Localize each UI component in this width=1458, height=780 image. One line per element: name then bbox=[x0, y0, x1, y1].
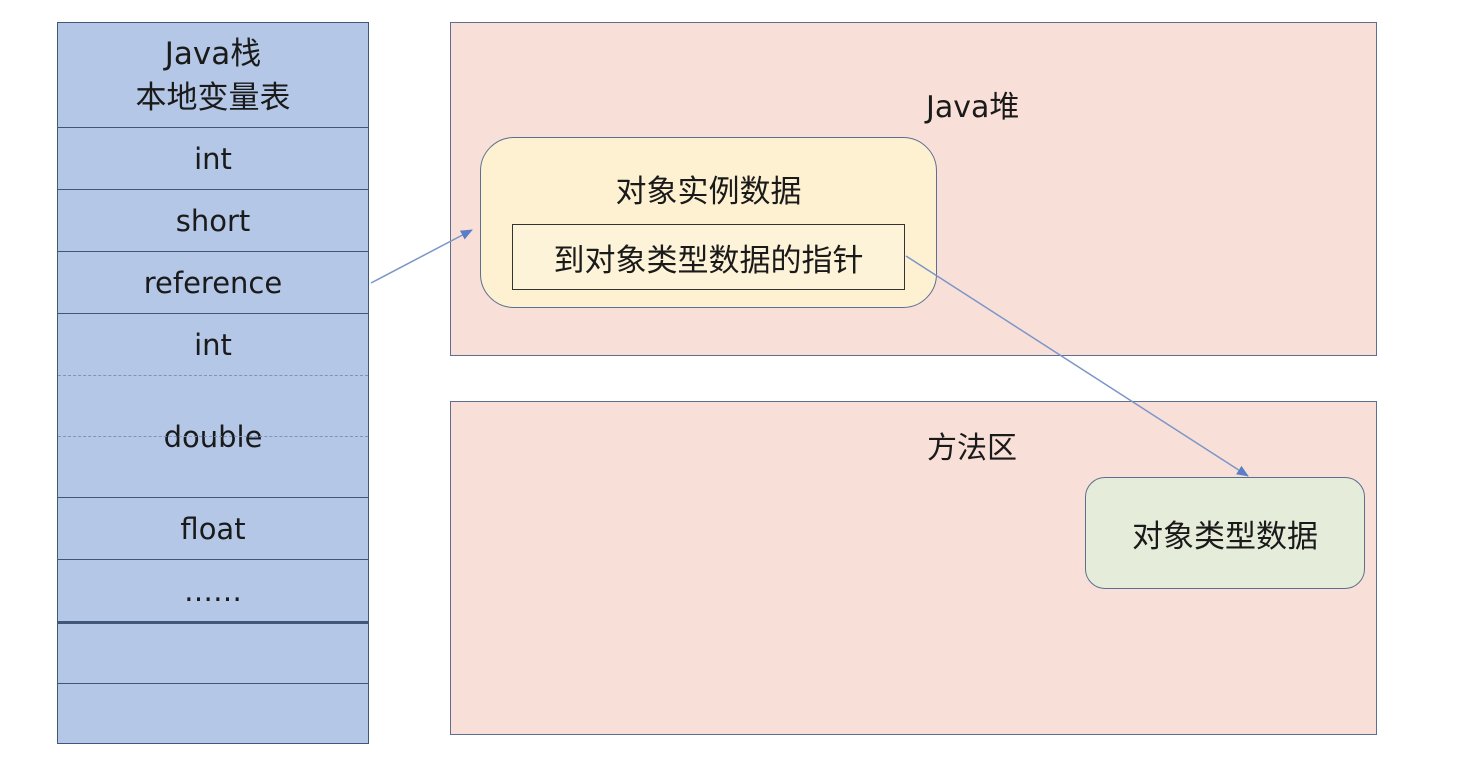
stack-slot-reference: reference bbox=[58, 251, 368, 313]
stack-slot-int-2: int bbox=[58, 313, 368, 375]
stack-title-line1: Java栈 bbox=[164, 36, 262, 72]
java-stack: Java栈 本地变量表 int short reference int doub… bbox=[57, 22, 369, 744]
pointer-to-type-data-arrow bbox=[905, 255, 1249, 477]
object-instance-label: 对象实例数据 bbox=[615, 174, 802, 210]
object-type-data-label: 对象类型数据 bbox=[1132, 518, 1318, 555]
stack-slot-short: short bbox=[58, 189, 368, 251]
java-heap-title: Java堆 bbox=[926, 90, 1020, 125]
object-type-data-box: 对象类型数据 bbox=[1085, 477, 1365, 589]
stack-slot-ellipsis: …… bbox=[58, 559, 368, 621]
stack-slot-int-1: int bbox=[58, 127, 368, 189]
method-area-title: 方法区 bbox=[927, 431, 1017, 466]
stack-slot-float: float bbox=[58, 497, 368, 559]
type-pointer-box: 到对象类型数据的指针 bbox=[512, 224, 905, 290]
object-instance-box: 对象实例数据 到对象类型数据的指针 bbox=[480, 137, 937, 308]
stack-title-line2: 本地变量表 bbox=[135, 80, 291, 116]
stack-slot-empty-1 bbox=[58, 621, 368, 683]
stack-slot-empty-2 bbox=[58, 683, 368, 743]
double-slot-divider bbox=[58, 436, 368, 437]
reference-to-instance-arrow bbox=[370, 229, 473, 284]
type-pointer-label: 到对象类型数据的指针 bbox=[553, 242, 864, 279]
stack-title: Java栈 本地变量表 bbox=[58, 23, 368, 129]
